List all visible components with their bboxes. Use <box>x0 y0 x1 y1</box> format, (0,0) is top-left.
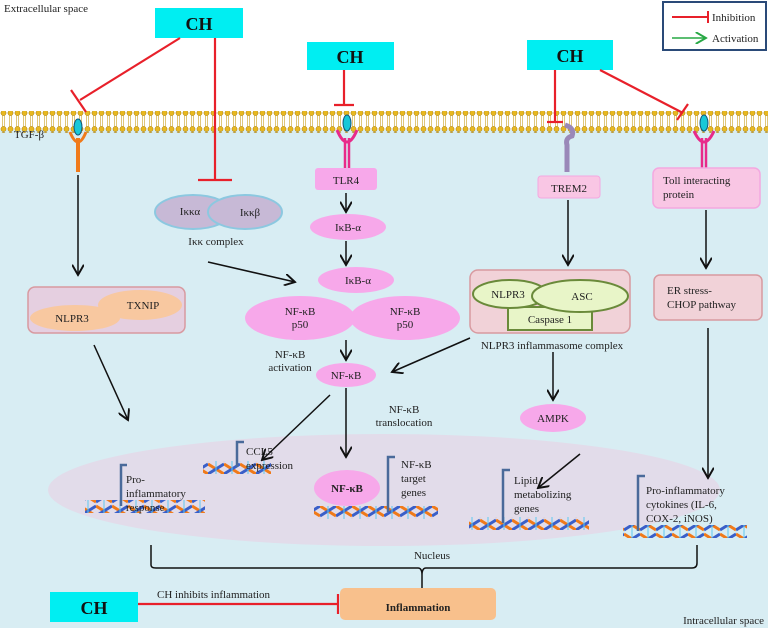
tlr4-receptor <box>335 114 359 168</box>
svg-text:CH: CH <box>186 14 213 34</box>
toll-receptor <box>692 114 716 168</box>
intracellular-label: Intracellular space <box>683 615 764 627</box>
asc: ASC <box>571 291 592 303</box>
svg-text:CH: CH <box>81 598 108 618</box>
dna-nfkb-target <box>314 506 438 519</box>
dna-cytokines <box>623 525 747 538</box>
nlpr3-txnip-box: TXNIP NLPR3 <box>27 286 186 334</box>
dna-ccl5 <box>203 461 271 474</box>
svg-text:NF-κB: NF-κB <box>331 483 363 495</box>
ch-box-bottom: CH <box>50 592 138 622</box>
ikb-alpha-2: IκB-α <box>345 275 371 287</box>
extracellular-label: Extracellular space <box>4 3 88 15</box>
nfkb-nuclear <box>314 470 380 506</box>
ikk-beta: Iκκβ <box>240 207 261 219</box>
nlpr3-inflammasome: NLPR3 <box>491 289 525 301</box>
svg-text:CH: CH <box>557 46 584 66</box>
legend-activation: Activation <box>712 33 759 45</box>
trem2-label: TREM2 <box>551 183 587 195</box>
ikb-alpha-1: IκB-α <box>335 222 361 234</box>
trem2-receptor <box>564 122 576 172</box>
tgf-beta-label: TGF-β <box>14 129 44 141</box>
trem2-pathway: TREM2 Caspase 1 NLPR3 ASC NLPR3 inflamma… <box>469 175 631 432</box>
dna-pro-inflammatory <box>85 500 205 513</box>
legend-inhibition: Inhibition <box>712 12 756 24</box>
inflammation-box <box>340 588 496 620</box>
nucleus-brace <box>150 545 698 590</box>
cell-membrane <box>0 111 768 133</box>
svg-text:CH: CH <box>337 47 364 67</box>
tgf-beta-receptor <box>68 118 88 172</box>
nfkb-label: NF-κB <box>331 370 362 382</box>
nlpr3-complex-label: NLPR3 inflammasome complex <box>481 340 624 352</box>
ch-inhibits-label: CH inhibits inflammation <box>157 589 271 601</box>
ikk-alpha: Iκκα <box>180 206 201 218</box>
ikk-complex: Iκκα Iκκβ Iκκ complex <box>154 194 283 248</box>
ch-box-3: CH <box>527 40 613 70</box>
caspase-1: Caspase 1 <box>528 314 572 326</box>
ikk-complex-label: Iκκ complex <box>188 236 244 248</box>
ch-box-1: CH <box>155 8 243 38</box>
tlr4-label: TLR4 <box>333 175 360 187</box>
inhibition-lines <box>70 37 689 614</box>
nlpr3: NLPR3 <box>55 313 89 325</box>
txnip: TXNIP <box>127 300 159 312</box>
ampk: AMPK <box>537 413 569 425</box>
activation-arrows <box>78 175 708 488</box>
nucleus-label: Nucleus <box>414 550 450 562</box>
legend: Inhibition Activation <box>662 1 767 51</box>
ch-box-2: CH <box>307 42 394 70</box>
inflammation-label: Inflammation <box>386 602 451 614</box>
dna-lipid <box>469 517 589 530</box>
er-stress-chop: ER stress-CHOP pathway <box>667 285 736 311</box>
